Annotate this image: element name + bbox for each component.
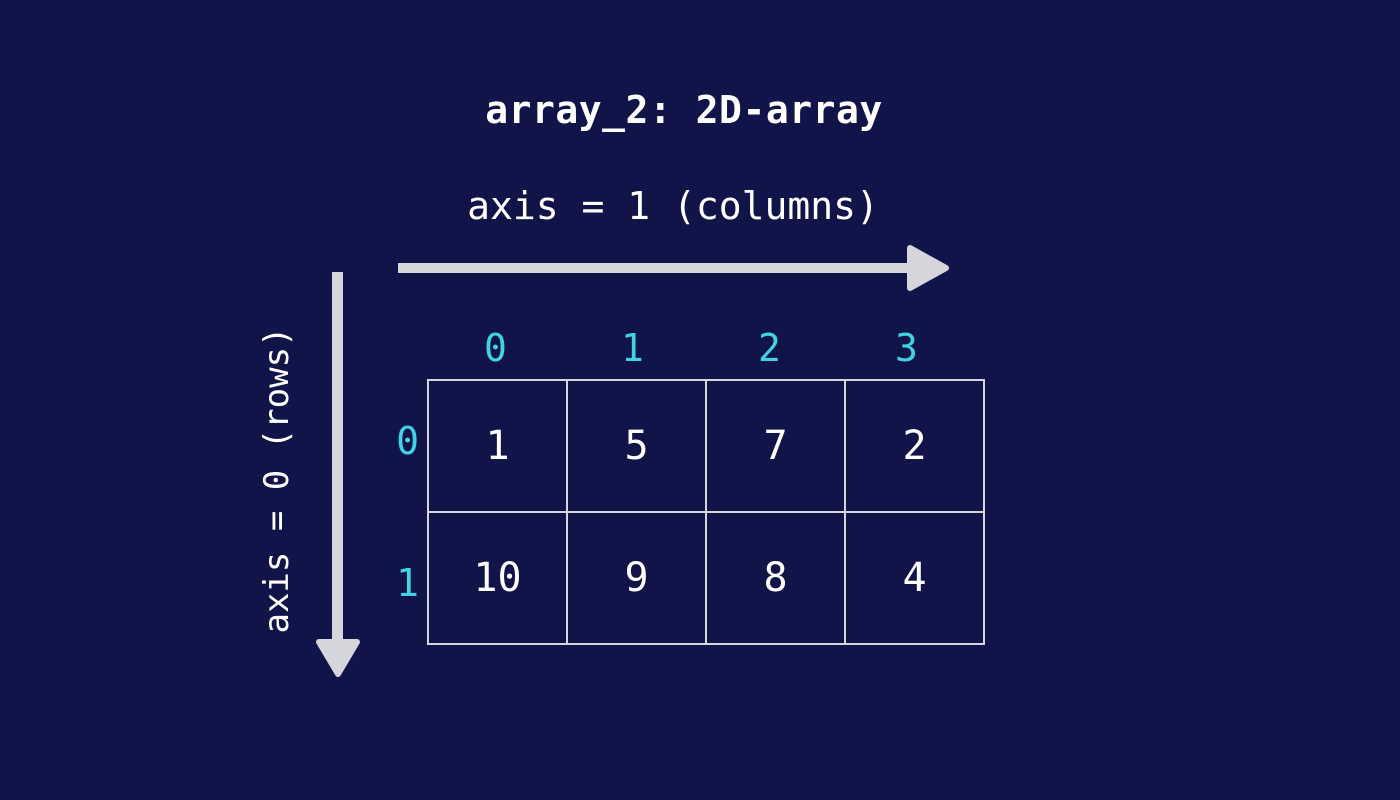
column-index-labels: 0 1 2 3 (427, 326, 975, 370)
page-title: array_2: 2D-array (485, 88, 883, 132)
arrow-down-icon (316, 272, 360, 677)
row-index-labels: 0 1 (363, 379, 419, 639)
rows-axis-caption: axis = 0 (rows) (257, 326, 297, 634)
column-index-2: 2 (758, 326, 781, 370)
cell-1-1: 9 (566, 511, 707, 645)
column-index-0: 0 (484, 326, 507, 370)
row-index-1: 1 (396, 561, 419, 605)
columns-axis-caption: axis = 1 (columns) (467, 184, 879, 228)
column-index-1: 1 (621, 326, 644, 370)
array-grid: 1 5 7 2 10 9 8 4 (427, 379, 985, 645)
rows-axis-arrow (312, 272, 364, 684)
row-index-0: 0 (396, 419, 419, 463)
table-row: 10 9 8 4 (427, 511, 985, 645)
cell-0-0: 1 (427, 379, 568, 513)
cell-0-2: 7 (705, 379, 846, 513)
table-row: 1 5 7 2 (427, 379, 985, 513)
cell-1-2: 8 (705, 511, 846, 645)
arrow-right-icon (398, 245, 949, 291)
cell-1-0: 10 (427, 511, 568, 645)
array-table: 1 5 7 2 10 9 8 4 (427, 379, 985, 645)
cell-0-3: 2 (844, 379, 985, 513)
columns-axis-arrow (398, 244, 950, 296)
cell-1-3: 4 (844, 511, 985, 645)
cell-0-1: 5 (566, 379, 707, 513)
column-index-3: 3 (895, 326, 918, 370)
